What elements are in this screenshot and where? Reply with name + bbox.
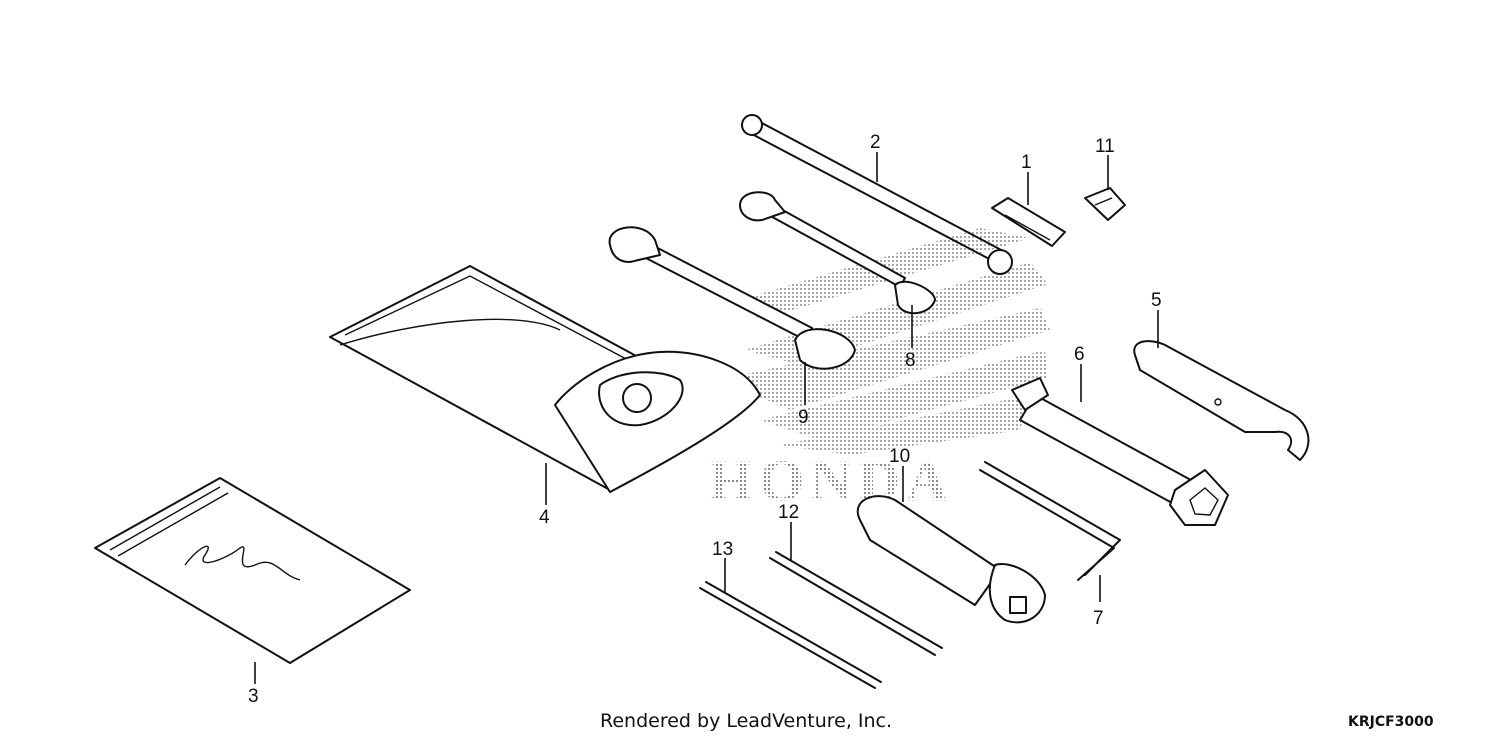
- box-wrench: [1011, 377, 1229, 526]
- callout-9: 9: [798, 407, 809, 428]
- screwdriver-bit-12: [769, 551, 943, 656]
- open-wrench-large: [608, 226, 856, 370]
- callout-6: 6: [1074, 344, 1085, 365]
- render-credit: Rendered by LeadVenture, Inc.: [600, 710, 893, 732]
- callout-4: 4: [539, 507, 550, 528]
- callout-1: 1: [1021, 152, 1032, 173]
- tool-bag: [329, 265, 761, 493]
- callout-7: 7: [1093, 608, 1104, 629]
- honda-watermark-text: HONDA: [708, 448, 954, 513]
- diagram-code: KRJCF3000: [1348, 714, 1434, 730]
- long-wrench: [741, 114, 1013, 275]
- screwdriver-bit-13: [699, 581, 882, 689]
- callout-8: 8: [905, 350, 916, 371]
- screwdriver-handle: [856, 495, 1046, 624]
- callout-12: 12: [778, 502, 799, 523]
- document-bag: [94, 477, 411, 664]
- open-wrench-medium: [739, 191, 936, 315]
- callout-11: 11: [1095, 136, 1115, 157]
- callout-13: 13: [712, 539, 733, 560]
- pin-spanner: [1133, 340, 1310, 461]
- leader-lines: [254, 152, 1159, 684]
- callout-labels: 1 2 3 4 5 6 7 8 9 10 11 12 13: [248, 132, 1162, 707]
- callout-2: 2: [870, 132, 881, 153]
- callout-5: 5: [1151, 290, 1162, 311]
- callout-10: 10: [889, 446, 910, 467]
- fuse-puller: [991, 197, 1066, 247]
- spare-fuse: [1084, 187, 1126, 221]
- hex-key: [979, 461, 1121, 581]
- callout-3: 3: [248, 686, 259, 707]
